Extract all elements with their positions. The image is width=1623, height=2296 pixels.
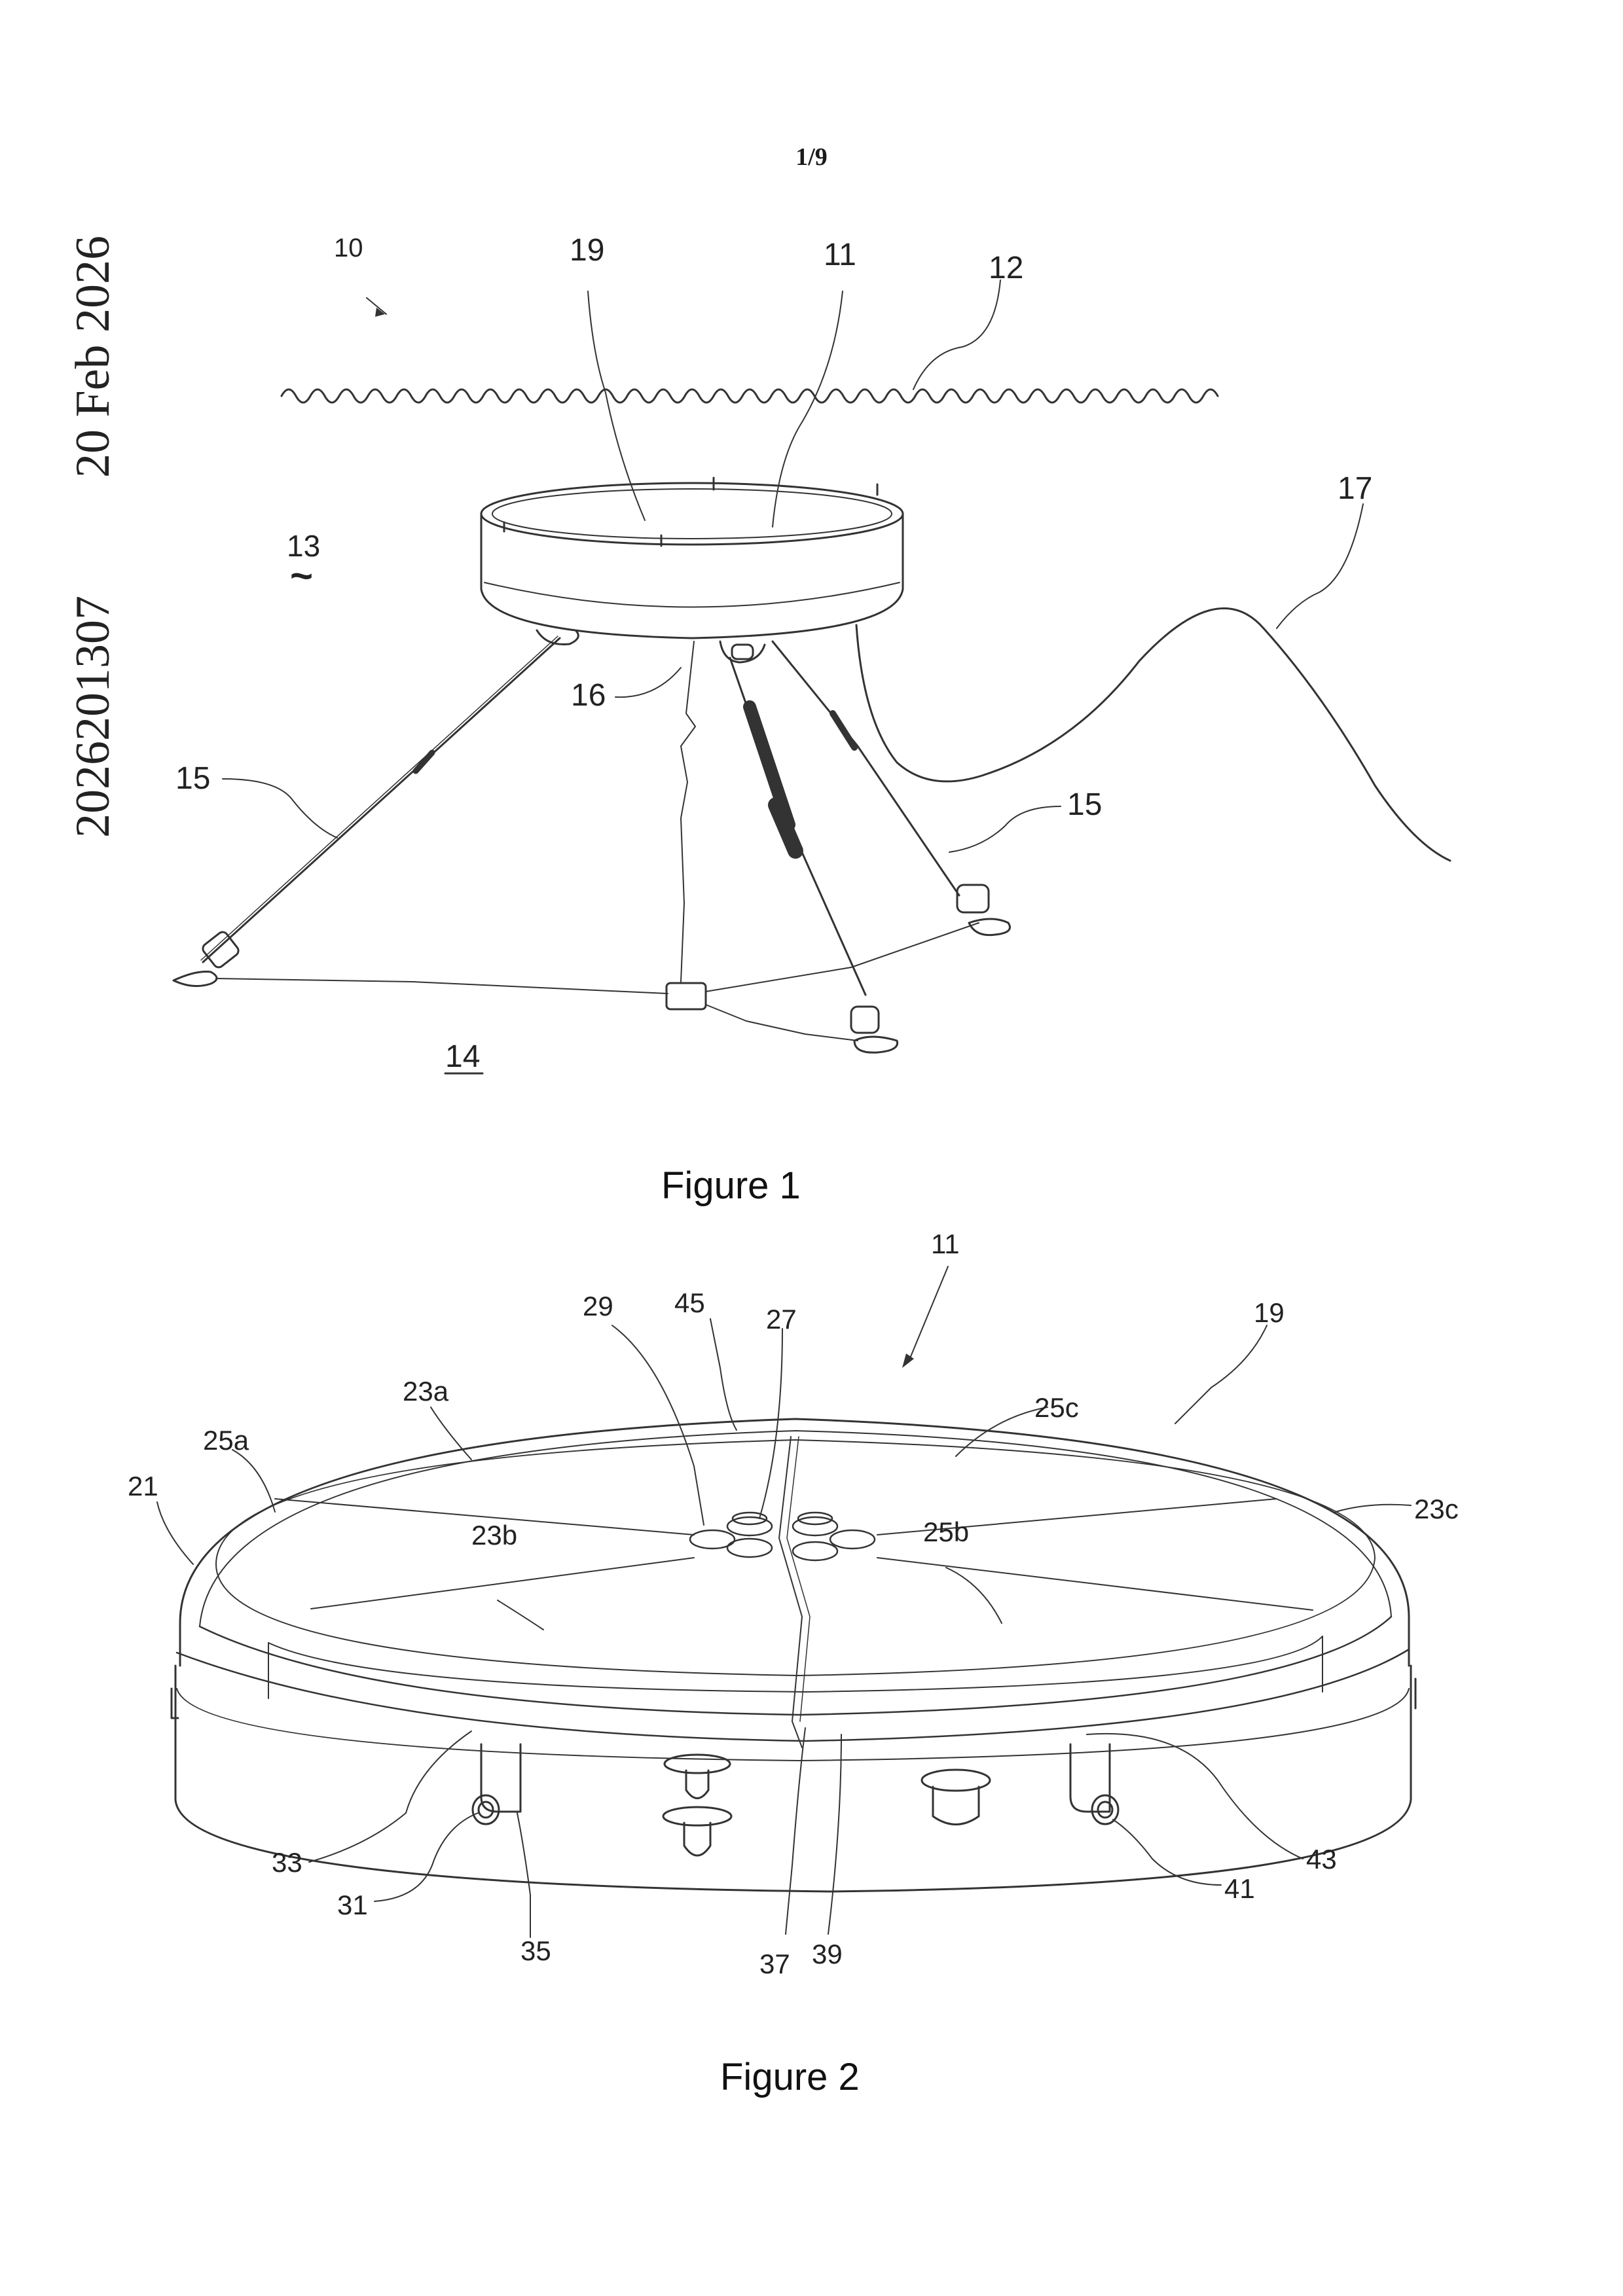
sea-surface-line	[282, 389, 1218, 403]
label-35: 35	[520, 1935, 551, 1966]
label-25b: 25b	[923, 1516, 969, 1547]
label-23a: 23a	[403, 1376, 449, 1407]
label-23c: 23c	[1414, 1494, 1459, 1524]
label-39: 39	[812, 1939, 843, 1969]
label-31: 31	[337, 1890, 368, 1920]
label-10: 10	[334, 234, 363, 262]
label-15-left: 15	[175, 761, 210, 796]
figure-1-drawing	[173, 280, 1450, 1073]
label-15-right: 15	[1067, 787, 1102, 822]
central-bollards	[690, 1513, 875, 1560]
label-45: 45	[674, 1287, 705, 1318]
figure-2-caption: Figure 2	[720, 2055, 860, 2099]
label-43: 43	[1306, 1844, 1337, 1874]
label-19: 19	[570, 233, 604, 268]
label-37: 37	[759, 1948, 790, 1979]
pipe-right	[1070, 1744, 1118, 1824]
figure-2-drawing	[157, 1266, 1415, 1937]
label-25c: 25c	[1034, 1392, 1079, 1423]
label-29: 29	[583, 1291, 613, 1321]
label-25a: 25a	[203, 1425, 249, 1456]
label-13-symbol: ~	[290, 554, 313, 598]
label-14: 14	[445, 1039, 480, 1074]
label-33: 33	[272, 1847, 302, 1878]
label-27: 27	[766, 1304, 797, 1335]
label-23b: 23b	[471, 1520, 517, 1551]
label-17: 17	[1338, 471, 1372, 506]
label-12: 12	[989, 251, 1023, 285]
label-16: 16	[571, 678, 606, 713]
label-fig2-11: 11	[931, 1229, 960, 1259]
anchor-bottom	[851, 1007, 898, 1052]
figure-1-caption: Figure 1	[661, 1164, 801, 1208]
label-fig2-19: 19	[1254, 1297, 1285, 1328]
label-41: 41	[1224, 1873, 1255, 1904]
pipe-left	[473, 1744, 520, 1824]
label-21: 21	[128, 1471, 158, 1501]
central-clump	[666, 983, 706, 1009]
buoy	[481, 478, 903, 638]
label-11: 11	[824, 238, 856, 272]
